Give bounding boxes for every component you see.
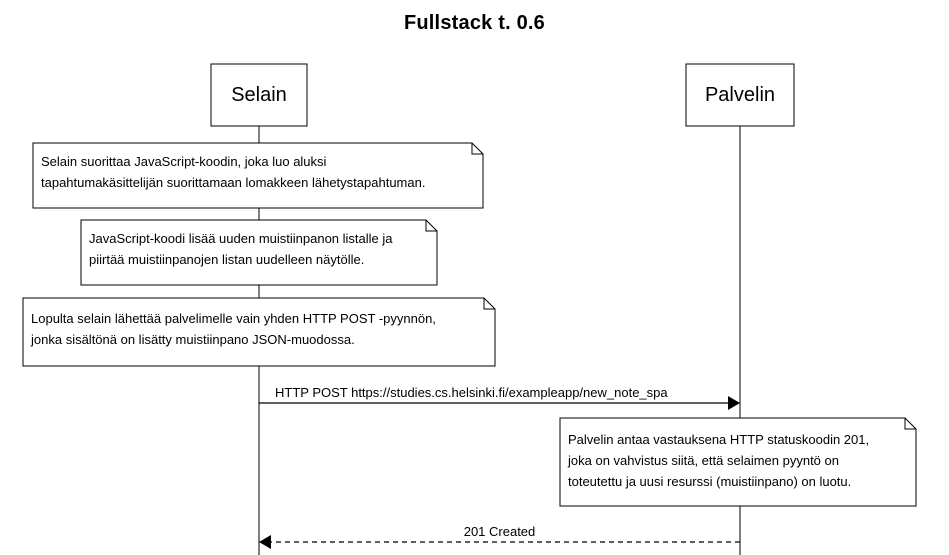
note-fold [471, 143, 483, 155]
note-line: jonka sisältönä on lisätty muistiinpano … [31, 332, 355, 347]
note-line: toteutettu ja uusi resurssi (muistiinpan… [568, 474, 852, 489]
note-render-list: JavaScript-koodi lisää uuden muistiinpan… [89, 228, 393, 270]
note-line: Lopulta selain lähettää palvelimelle vai… [31, 311, 436, 326]
participant-box-browser [210, 63, 308, 127]
message-label-response: 201 Created [463, 524, 536, 539]
note-server-response: Palvelin antaa vastauksena HTTP statusko… [568, 429, 869, 492]
note-line: Palvelin antaa vastauksena HTTP statusko… [568, 432, 870, 447]
participant-box-server [685, 63, 795, 127]
note-shape [559, 417, 917, 507]
note-line: Selain suorittaa JavaScript-koodin, joka… [41, 154, 327, 169]
participant-label-server: Palvelin [704, 83, 776, 106]
note-line: piirtää muistiinpanojen listan uudelleen… [89, 252, 365, 267]
note-shape [80, 219, 438, 286]
note-line: tapahtumakäsittelijän suorittamaan lomak… [41, 175, 426, 190]
note-browser-js: Selain suorittaa JavaScript-koodin, joka… [41, 151, 425, 193]
note-shape [32, 142, 484, 209]
message-label-request: HTTP POST https://studies.cs.helsinki.fi… [275, 385, 668, 400]
participant-label-browser: Selain [231, 83, 287, 106]
note-fold [483, 298, 495, 310]
diagram-title: Fullstack t. 0.6 [403, 12, 546, 34]
note-line: joka on vahvistus siitä, että selaimen p… [568, 453, 839, 468]
note-line: JavaScript-koodi lisää uuden muistiinpan… [89, 231, 393, 246]
note-fold [425, 220, 437, 232]
note-shape [22, 297, 496, 367]
note-fold [904, 418, 916, 430]
note-send-post: Lopulta selain lähettää palvelimelle vai… [31, 308, 436, 350]
